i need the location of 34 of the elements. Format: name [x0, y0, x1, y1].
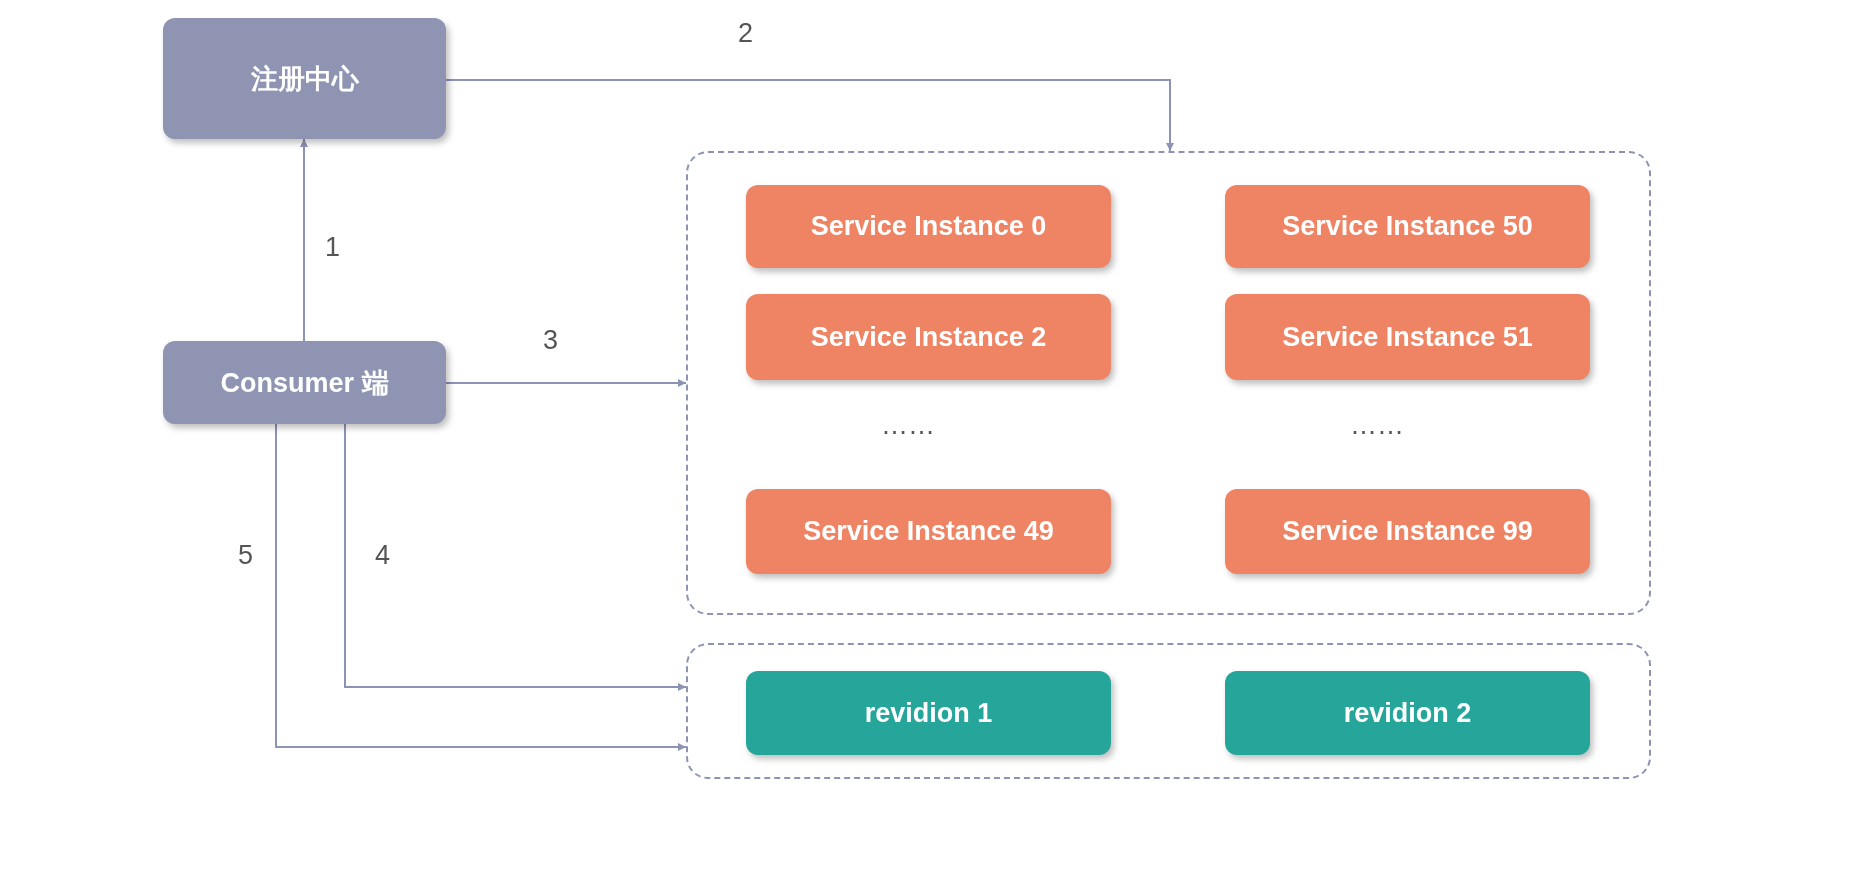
ellipsis-text: …… [1350, 410, 1404, 441]
node-label: revidion 1 [864, 697, 993, 729]
service-instance-box [1225, 489, 1590, 574]
node-label: Service Instance 50 [1282, 211, 1533, 242]
ellipsis-text: …… [881, 410, 935, 441]
service-instance-box [746, 489, 1111, 574]
node-label: Service Instance 49 [803, 516, 1054, 547]
connector-arrow [445, 79, 1174, 152]
edge-label: 5 [238, 540, 254, 571]
dashed-group-frame [686, 643, 1651, 779]
dashed-group-frame [686, 151, 1651, 615]
service-instance-box [746, 294, 1111, 380]
edge-label: 2 [738, 18, 754, 49]
revision-box [1225, 671, 1590, 755]
consumer-box [163, 341, 446, 424]
edge-label: 3 [543, 325, 559, 356]
connector-arrow [275, 423, 687, 751]
connector-arrow [344, 423, 687, 691]
connector-arrow [445, 379, 687, 387]
edge-label: 4 [375, 540, 391, 571]
node-label: Service Instance 2 [810, 321, 1047, 353]
service-instance-box [746, 185, 1111, 268]
revision-box [746, 671, 1111, 755]
node-label: revidion 2 [1343, 697, 1472, 729]
service-instance-box [1225, 185, 1590, 268]
edge-label: 1 [325, 232, 341, 263]
connector-arrow [300, 138, 308, 342]
node-label: Service Instance 51 [1282, 321, 1533, 353]
service-instance-box [1225, 294, 1590, 380]
registry-box [163, 18, 446, 139]
node-label: Service Instance 99 [1282, 516, 1533, 547]
node-label: Service Instance 0 [810, 211, 1047, 242]
node-label: 注册中心 [250, 62, 359, 96]
node-label: Consumer 端 [220, 366, 389, 400]
